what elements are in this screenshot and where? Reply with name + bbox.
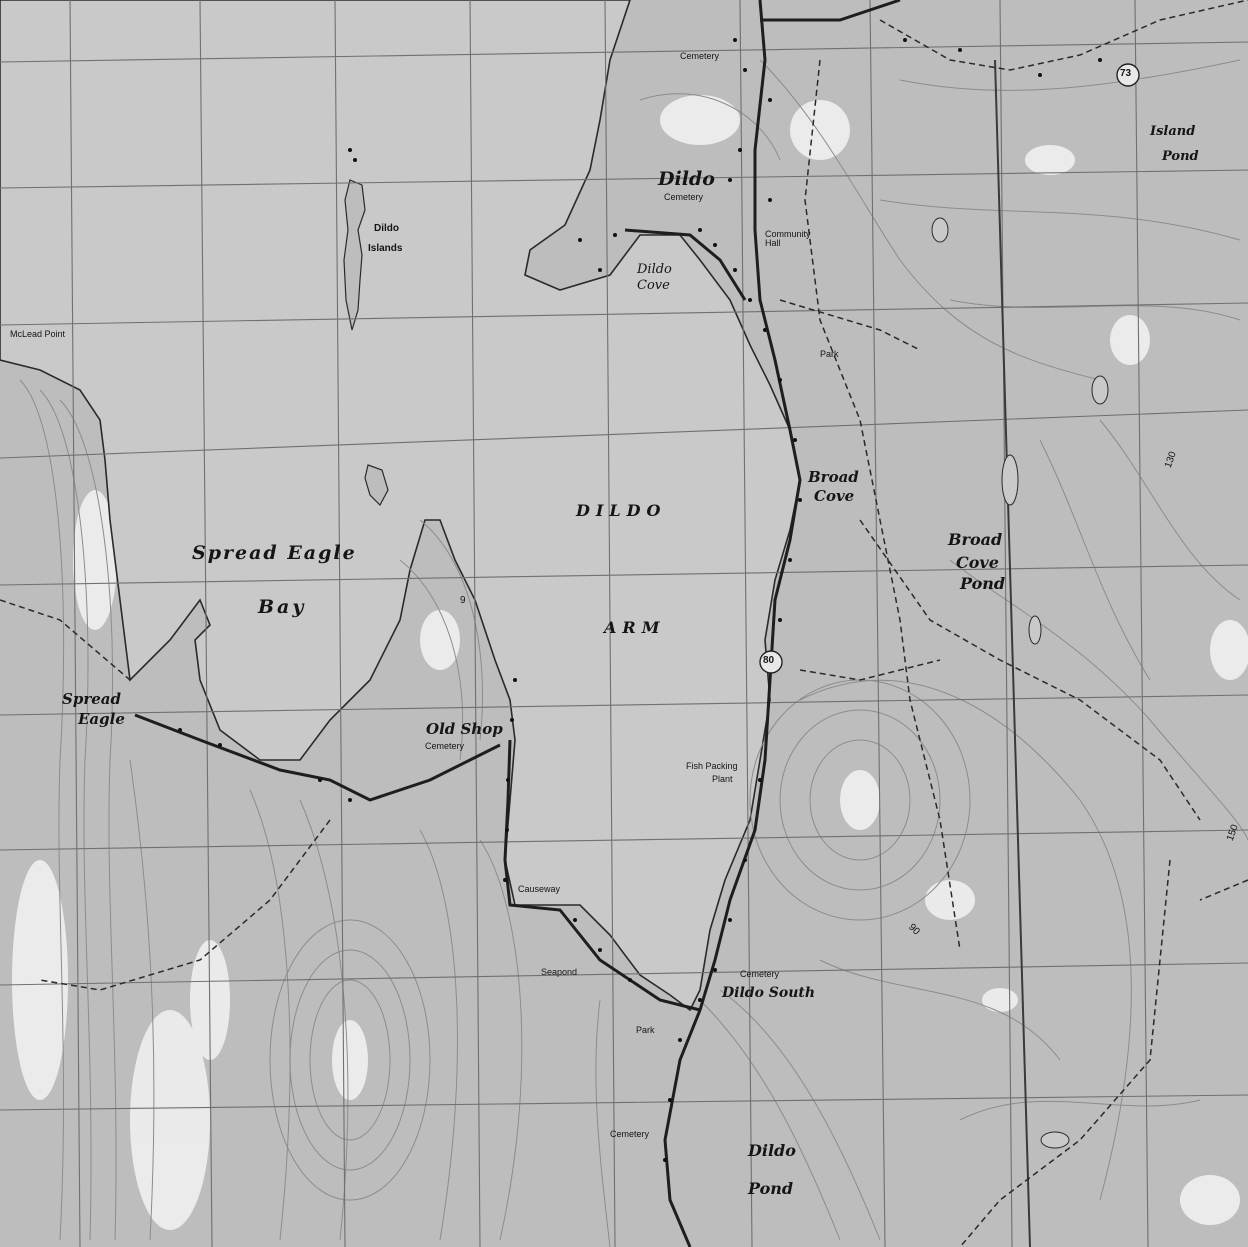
dildo-arm-label-1: DILDO (576, 501, 667, 520)
dildo-south-label: Dildo South (722, 985, 816, 1001)
causeway-label: Causeway (518, 884, 561, 894)
water-dildo-arm (0, 0, 801, 1012)
dildo-islands-label-2: Islands (368, 243, 403, 254)
building-dots (178, 38, 1102, 1162)
broad-cove-label-1: Broad (808, 468, 859, 486)
dildo-islands-label-1: Dildo (374, 223, 399, 234)
cemetery-south-label: Cemetery (610, 1129, 650, 1139)
dildo-cove-label-2: Cove (637, 278, 670, 293)
route-73-label: 73 (1120, 68, 1132, 79)
broad-cove-label-2: Cove (814, 487, 855, 505)
roads (134, 0, 901, 1247)
spread-eagle-bay-label-1: Spread Eagle (192, 542, 357, 564)
route-80-label: 80 (763, 655, 775, 666)
broad-cove-pond-label-1: Broad (948, 530, 1003, 549)
fish-packing-label-1: Fish Packing (686, 761, 738, 771)
park-label: Park (636, 1025, 655, 1035)
spread-eagle-label-2: Eagle (78, 710, 125, 728)
route-73-shield (1116, 63, 1140, 87)
park-north-label: Park (820, 349, 839, 359)
spread-eagle-bay-label-2: Bay (258, 596, 307, 618)
cemetery-north-label: Cemetery (680, 51, 720, 61)
dildo-town-label: Dildo (658, 168, 715, 190)
contour-lines (19, 59, 1248, 1247)
broad-cove-pond-label-2: Cove (956, 553, 999, 572)
seapond-label: Seapond (541, 967, 578, 977)
old-shop-cemetery-label: Cemetery (425, 741, 465, 751)
island-pond-label-2: Pond (1162, 149, 1199, 164)
community-hall-label: Community Hall (765, 229, 811, 248)
old-shop-label: Old Shop (426, 720, 503, 738)
dildo-pond-label-2: Pond (748, 1179, 794, 1198)
island-pond-label-1: Island (1150, 124, 1196, 139)
dildo-cemetery-label: Cemetery (664, 192, 704, 202)
fish-packing-label-2: Plant (712, 774, 733, 784)
grid-line-bold (994, 59, 1031, 1247)
ponds (931, 217, 1109, 1149)
dildo-pond-label-1: Dildo (748, 1141, 796, 1160)
broad-cove-pond-label-3: Pond (960, 574, 1006, 593)
spread-eagle-label-1: Spread (62, 690, 121, 708)
clearings (12, 95, 1248, 1230)
islands (343, 179, 389, 506)
route-80-shield (759, 650, 783, 674)
mclead-point-label: McLead Point (10, 329, 66, 339)
dildo-arm-label-2: ARM (604, 618, 666, 637)
elevation-9-label: 9 (460, 595, 466, 606)
dildo-cove-label-1: Dildo (637, 262, 672, 277)
dildo-south-cemetery-label: Cemetery (740, 969, 780, 979)
